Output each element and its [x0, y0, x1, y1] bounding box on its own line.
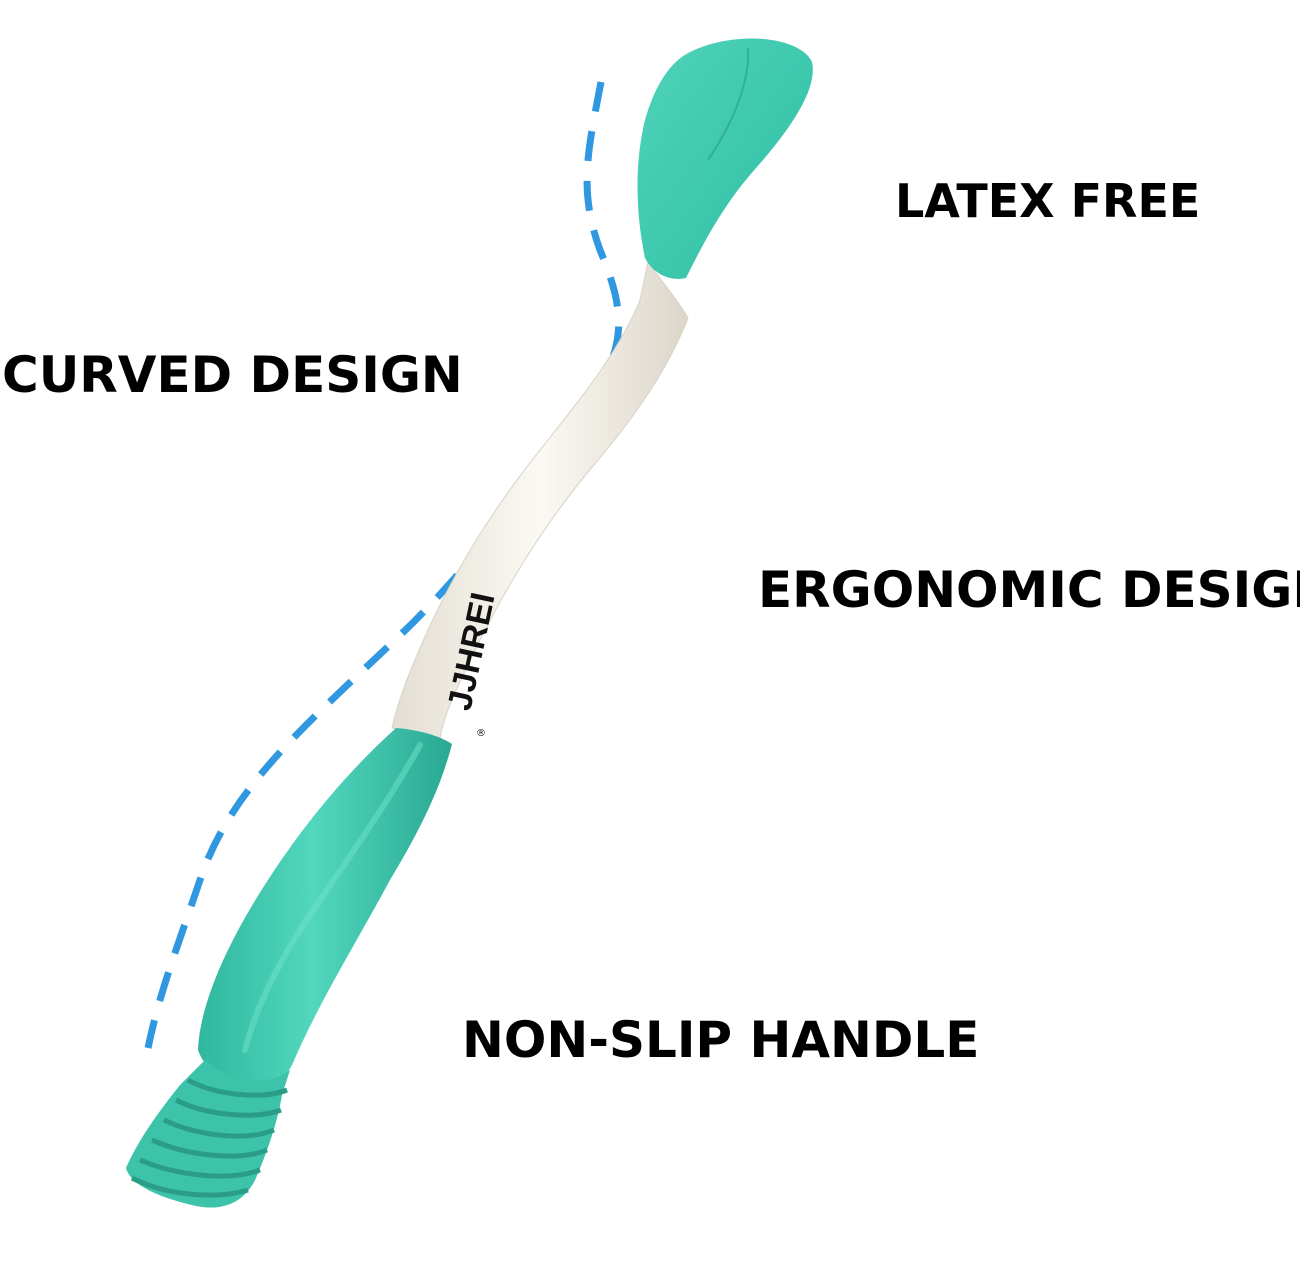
feature-label-ergonomic-design: ERGONOMIC DESIGN — [758, 561, 1300, 619]
ribbed-handle-end — [126, 1060, 290, 1208]
feature-label-curved-design: CURVED DESIGN — [2, 346, 463, 404]
curve-guide-dashed-line — [144, 81, 623, 1049]
feature-label-non-slip-handle: NON-SLIP HANDLE — [462, 1011, 980, 1069]
wand-shaft — [391, 260, 689, 739]
non-slip-handle-grip — [198, 728, 452, 1087]
wand-head-grip — [637, 38, 813, 279]
registered-trademark-symbol: ® — [476, 728, 486, 739]
wand-head-seam — [707, 47, 750, 161]
feature-label-latex-free: LATEX FREE — [895, 174, 1201, 228]
handle-grip-highlight — [242, 742, 423, 1053]
